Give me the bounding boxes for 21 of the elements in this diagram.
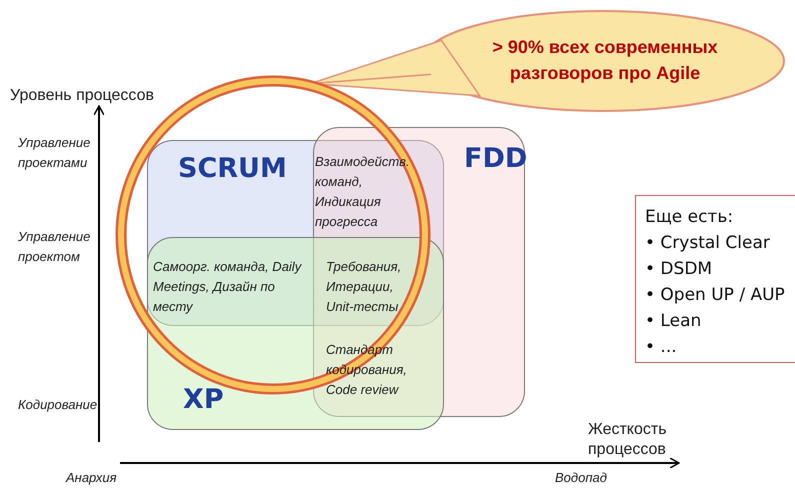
list-item: • Lean <box>645 310 702 333</box>
axis-title: Жесткость процессов <box>588 420 668 460</box>
practice-text: Самоорг. команда, Daily Meetings, Дизайн по месту <box>153 258 303 316</box>
method-region <box>313 127 525 417</box>
list-item: • DSDM <box>645 258 714 281</box>
list-item: • Crystal Clear <box>645 232 771 255</box>
list-item: • ... <box>645 336 678 359</box>
method-name: SCRUM <box>178 153 287 184</box>
list-item: • Open UP / AUP <box>645 284 786 307</box>
practice-text: Требования, Итерации, Unit-тесты <box>326 258 402 316</box>
method-region <box>147 237 444 430</box>
method-name: XP <box>183 384 224 415</box>
axis-title: Уровень процессов <box>10 86 155 106</box>
note-heading: Еще есть: <box>645 206 734 229</box>
note-box <box>635 195 795 363</box>
axis-end-label: Водопад <box>555 469 608 487</box>
level-label: Кодирование <box>18 396 98 414</box>
axis-end-label: Анархия <box>66 469 118 487</box>
level-label: Управление проектом <box>18 228 92 266</box>
callout-text: > 90% всех современных разговоров про Agile <box>491 36 719 85</box>
level-label: Управление проектами <box>18 134 92 172</box>
